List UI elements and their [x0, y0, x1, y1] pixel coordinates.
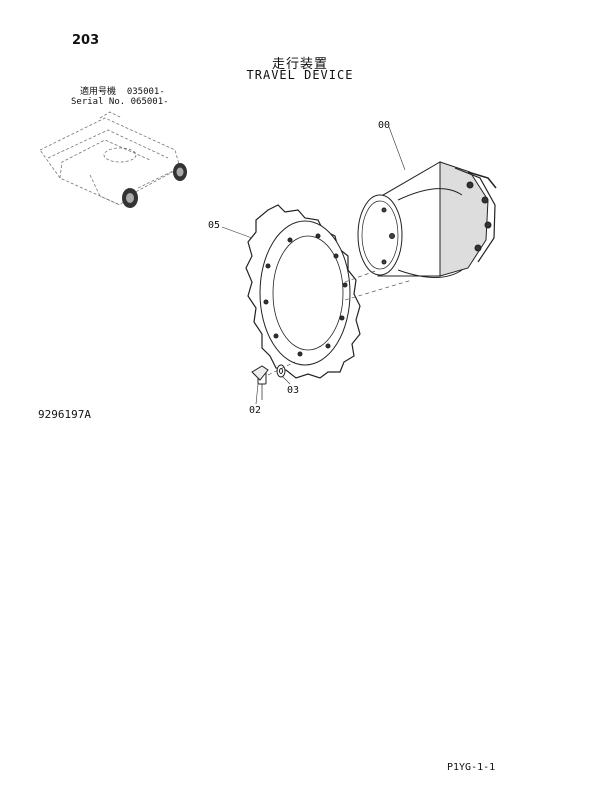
drawing-number: 9296197A	[38, 408, 91, 421]
callout-02: 02	[249, 405, 262, 416]
applicable-serial-jp: 適用号機 035001-	[80, 87, 165, 97]
travel-motor	[357, 161, 497, 278]
undercarriage-inset	[39, 111, 181, 206]
page-number: 203	[72, 33, 100, 48]
callout-00: 00	[378, 120, 391, 131]
washer	[276, 364, 286, 378]
serial-number-line: Serial No. 065001-	[71, 97, 169, 107]
sprocket	[245, 204, 361, 379]
title-japanese: 走行装置	[271, 57, 328, 72]
bolt	[251, 365, 269, 400]
leader-lines	[221, 126, 413, 405]
inset-travel-motor-right	[173, 163, 187, 181]
title-english: TRAVEL DEVICE	[246, 68, 354, 82]
inset-travel-motor-left	[122, 188, 138, 208]
callout-03: 03	[287, 385, 300, 396]
callout-05: 05	[208, 220, 221, 231]
footer-reference: P1YG-1-1	[447, 762, 496, 773]
